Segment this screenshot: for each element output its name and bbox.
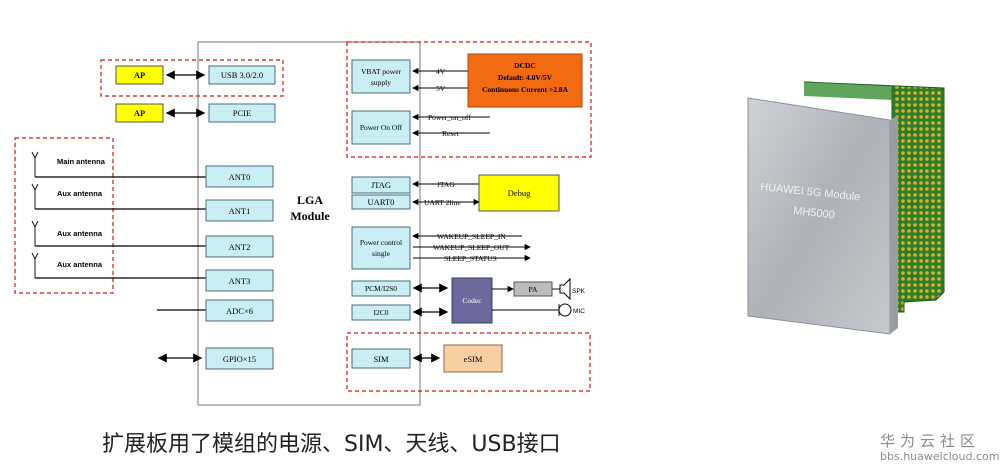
adc-label: ADC×6 bbox=[226, 306, 253, 316]
antenna-label-1: Main antenna bbox=[57, 157, 106, 166]
ant0-box bbox=[205, 165, 274, 188]
i2c-box bbox=[351, 304, 411, 321]
i2c-label: I2C0 bbox=[374, 308, 389, 317]
pa-label: PA bbox=[529, 285, 538, 294]
gpio-box bbox=[205, 347, 274, 370]
vbat-label-line1: VBAT power bbox=[361, 67, 402, 76]
speaker-icon bbox=[559, 277, 571, 301]
watermark-logo-text: 华为云社区 bbox=[880, 432, 981, 450]
antenna-label-3: Aux antenna bbox=[57, 229, 103, 238]
usb-group-dashed bbox=[100, 59, 284, 97]
power-control-line1: Power control bbox=[360, 238, 402, 247]
spk-label: SPK bbox=[572, 288, 586, 295]
pcie-box bbox=[208, 103, 276, 123]
codec-box bbox=[451, 277, 493, 324]
ant1-label: ANT1 bbox=[229, 206, 251, 216]
uart-signal: UART 2line bbox=[424, 198, 461, 207]
module-photo: HUAWEI 5G Module MH5000 bbox=[747, 81, 945, 335]
power-group-dashed bbox=[346, 41, 592, 158]
power-control-box bbox=[351, 226, 411, 270]
caption-text: 扩展板用了模组的电源、SIM、天线、USB接口 bbox=[102, 432, 561, 457]
ap-box-2 bbox=[115, 103, 164, 123]
ap-box-1 bbox=[115, 65, 164, 85]
usb-box bbox=[208, 65, 276, 85]
vbat-box bbox=[351, 59, 411, 94]
antenna-group-dashed bbox=[14, 137, 114, 294]
esim-label: eSIM bbox=[464, 354, 483, 364]
codec-label: Codec bbox=[462, 296, 482, 305]
dcdc-box bbox=[467, 53, 583, 108]
reset-signal: Reset bbox=[442, 129, 460, 138]
jtag-box bbox=[351, 176, 411, 194]
ant2-label: ANT2 bbox=[229, 242, 251, 252]
debug-label: Debug bbox=[508, 188, 531, 198]
sleep-status-signal: SLEEP_STATUS bbox=[444, 254, 497, 263]
mic-label: MIC bbox=[573, 308, 585, 315]
antenna-3: Aux antenna bbox=[31, 220, 103, 246]
watermark-url: bbs.huaweicloud.com bbox=[880, 450, 1000, 463]
gpio-label: GPIO×15 bbox=[223, 354, 256, 364]
antenna-1: Main antenna bbox=[31, 151, 106, 177]
pcm-label: PCM/I2S0 bbox=[365, 284, 397, 293]
pcb-edge bbox=[804, 82, 892, 100]
jtag-label: JTAG bbox=[371, 180, 391, 190]
esim-box bbox=[443, 344, 503, 373]
uart-label: UART0 bbox=[368, 197, 395, 207]
ant0-label: ANT0 bbox=[229, 172, 251, 182]
antenna-2: Aux antenna bbox=[31, 183, 103, 209]
adc-box bbox=[205, 299, 274, 322]
power-control-line2: single bbox=[372, 249, 391, 258]
antenna-label-4: Aux antenna bbox=[57, 260, 103, 269]
module-model-text: MH5000 bbox=[793, 205, 836, 221]
debug-box bbox=[478, 174, 560, 212]
sim-group-dashed bbox=[346, 332, 591, 392]
usb-label: USB 3.0/2.0 bbox=[221, 70, 263, 80]
antenna-4: Aux antenna bbox=[31, 252, 103, 278]
power-onoff-box bbox=[351, 110, 411, 145]
v4-label: 4V bbox=[436, 67, 446, 76]
power-on-off-signal: Power_on_off bbox=[428, 113, 471, 122]
jtag-signal: JTAG bbox=[437, 180, 455, 189]
wakeup-in-signal: WAKEUP_SLEEP_IN bbox=[437, 232, 506, 241]
lga-module-label-line1: LGA bbox=[297, 193, 323, 207]
dcdc-line3: Continuous Current >2.8A bbox=[482, 85, 569, 94]
lga-module-label-line2: Module bbox=[290, 209, 330, 223]
power-onoff-label: Power On Off bbox=[360, 123, 403, 132]
pcie-label: PCIE bbox=[233, 108, 251, 118]
pcm-box bbox=[351, 280, 411, 297]
vbat-label-line2: supply bbox=[371, 78, 391, 87]
lga-module-box bbox=[197, 41, 421, 406]
sim-label: SIM bbox=[373, 354, 389, 364]
ap-label-2: AP bbox=[134, 108, 145, 118]
v5-label: 5V bbox=[436, 84, 446, 93]
ap-label-1: AP bbox=[134, 70, 145, 80]
ant1-box bbox=[205, 199, 274, 222]
ant3-label: ANT3 bbox=[229, 276, 251, 286]
antenna-label-2: Aux antenna bbox=[57, 189, 103, 198]
ant3-box bbox=[205, 269, 274, 292]
shield-side bbox=[890, 116, 898, 334]
wakeup-out-signal: WAKEUP_SLEEP_OUT bbox=[433, 243, 510, 252]
uart-box bbox=[351, 194, 411, 210]
mic-icon bbox=[558, 303, 572, 317]
sim-box bbox=[351, 348, 411, 369]
ant2-box bbox=[205, 235, 274, 258]
dcdc-title: DCDC bbox=[514, 61, 536, 70]
dcdc-line2: Default: 4.0V/5V bbox=[498, 73, 553, 82]
